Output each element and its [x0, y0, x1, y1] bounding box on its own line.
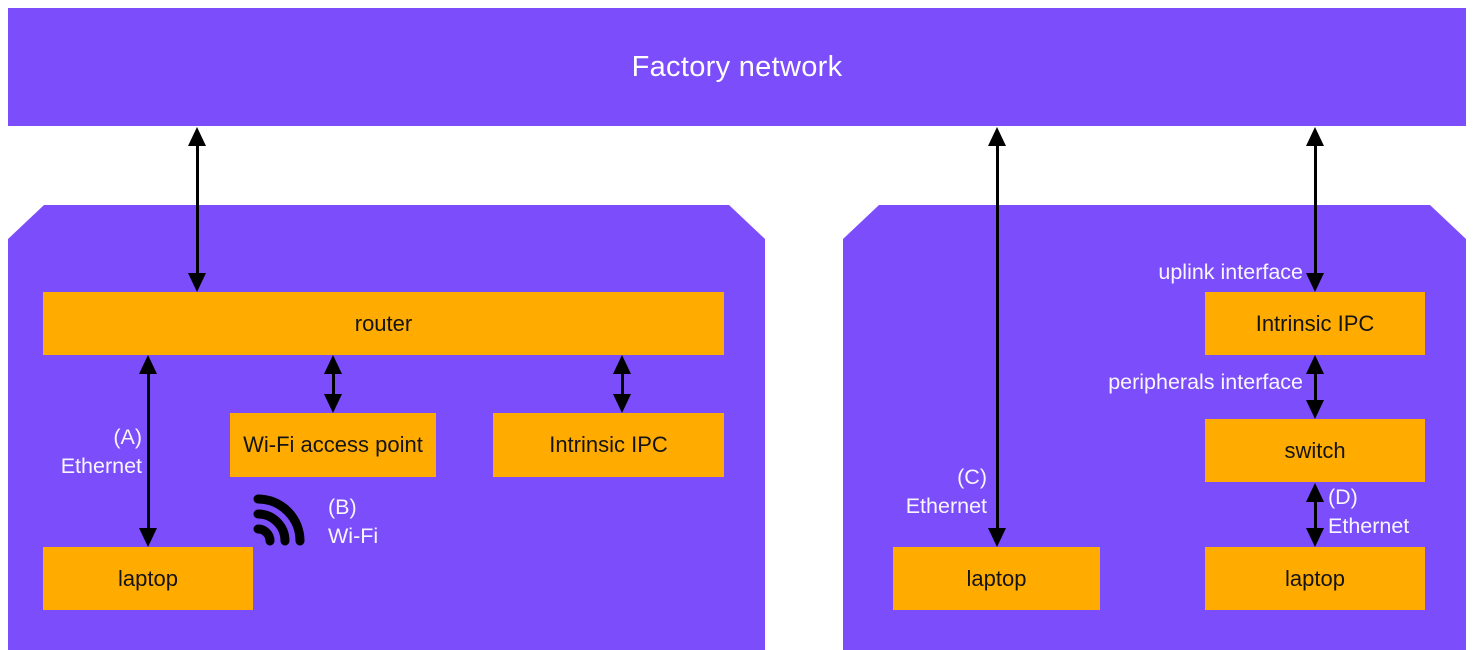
arrowhead-down-icon	[612, 394, 631, 413]
router-node: router	[43, 292, 724, 355]
intrinsic-ipc-left-label: Intrinsic IPC	[549, 432, 668, 457]
link-d-medium: Ethernet	[1328, 514, 1410, 538]
arrowhead-up-icon	[987, 127, 1006, 146]
laptop-d-label: laptop	[1285, 565, 1345, 591]
router-label: router	[354, 310, 413, 336]
peripherals-interface-label: peripherals interface	[1108, 370, 1303, 394]
laptop-c-label: laptop	[966, 565, 1027, 591]
link-c-medium: Ethernet	[905, 494, 987, 518]
arrowhead-down-icon	[138, 528, 157, 547]
link-d-id: (D)	[1328, 485, 1358, 509]
arrow-line	[1313, 369, 1317, 405]
laptop-d-node: laptop	[1205, 547, 1425, 610]
arrowhead-up-icon	[1305, 127, 1324, 146]
arrowhead-up-icon	[1305, 355, 1324, 374]
link-d-label: (D) Ethernet	[1328, 483, 1409, 541]
laptop-c-node: laptop	[893, 547, 1100, 610]
arrow-line	[620, 369, 624, 399]
factory-network-title: Factory network	[631, 50, 843, 83]
arrowhead-up-icon	[1305, 483, 1324, 502]
link-b-medium: Wi-Fi	[328, 524, 379, 548]
switch-node: switch	[1205, 419, 1425, 482]
wifi-signal-icon	[253, 494, 305, 546]
arrow-line	[195, 141, 199, 278]
link-c-label: (C) Ethernet	[906, 463, 987, 521]
arrowhead-up-icon	[323, 355, 342, 374]
laptop-left-node: laptop	[43, 547, 253, 610]
arrowhead-up-icon	[187, 127, 206, 146]
link-c-id: (C)	[957, 465, 987, 489]
arrowhead-up-icon	[612, 355, 631, 374]
switch-label: switch	[1284, 437, 1346, 463]
link-a-label: (A) Ethernet	[61, 423, 142, 481]
intrinsic-ipc-left-node: Intrinsic IPC	[493, 413, 724, 477]
arrow-line	[1313, 141, 1317, 278]
arrow-line	[331, 369, 335, 399]
wifi-access-point-label: Wi-Fi access point	[243, 432, 423, 457]
laptop-left-label: laptop	[118, 565, 178, 591]
arrow-line	[995, 141, 999, 533]
arrow-line	[146, 369, 150, 533]
arrowhead-down-icon	[1305, 400, 1324, 419]
arrowhead-down-icon	[1305, 528, 1324, 547]
intrinsic-ipc-right-node: Intrinsic IPC	[1205, 292, 1425, 355]
link-a-id: (A)	[113, 425, 142, 449]
arrowhead-down-icon	[1305, 273, 1324, 292]
arrowhead-down-icon	[987, 528, 1006, 547]
arrowhead-down-icon	[323, 394, 342, 413]
arrow-line	[1313, 497, 1317, 533]
arrowhead-up-icon	[138, 355, 157, 374]
wifi-access-point-node: Wi-Fi access point	[230, 413, 436, 477]
arrowhead-down-icon	[187, 273, 206, 292]
link-a-medium: Ethernet	[60, 454, 142, 478]
link-b-id: (B)	[328, 495, 357, 519]
link-b-label: (B) Wi-Fi	[328, 493, 378, 551]
factory-network-bar: Factory network	[8, 8, 1466, 126]
intrinsic-ipc-right-label: Intrinsic IPC	[1255, 310, 1375, 336]
uplink-interface-label: uplink interface	[1158, 260, 1303, 284]
